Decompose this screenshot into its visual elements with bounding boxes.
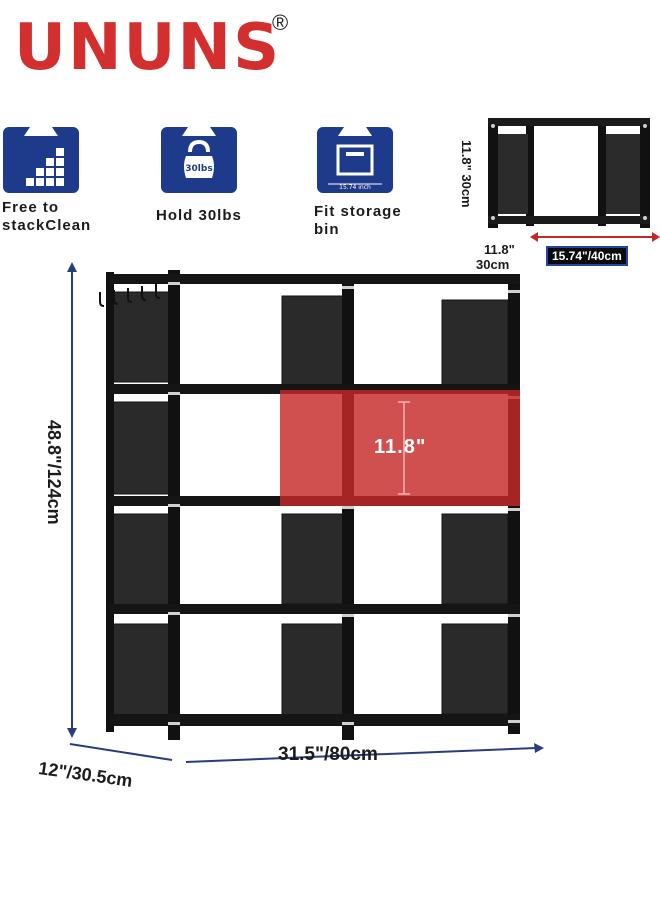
bin-size-text: 15.74 inch <box>339 184 371 191</box>
feature-hold-label: Hold 30lbs <box>156 207 242 224</box>
kettlebell-text: 30lbs <box>185 164 212 174</box>
side-height-label: 11.8" 30cm <box>459 140 474 208</box>
side-width-arrow <box>530 232 660 242</box>
registered-mark: ® <box>272 10 289 35</box>
feature-bin-label-1: Fit storage <box>314 203 402 220</box>
storage-bin-icon: 15.74 inch <box>317 127 393 193</box>
side-depth-label-1: 11.8" <box>484 242 515 257</box>
kettlebell-icon: 30lbs <box>161 127 237 193</box>
shelf-diagram <box>67 262 544 763</box>
feature-stack-label-2: stackClean <box>2 217 92 234</box>
feature-stack: Free to stackClean <box>2 126 91 235</box>
feature-stack-label-1: Free to <box>2 199 60 216</box>
stack-cubes-icon <box>3 127 79 193</box>
feature-bin: 15.74 inch Fit storage bin <box>314 126 402 239</box>
feature-bin-label-2: bin <box>314 221 340 238</box>
cube-height-label: 11.8" <box>374 436 427 458</box>
height-label: 48.8"/124cm <box>44 420 64 525</box>
feature-hold: 30lbs Hold 30lbs <box>156 126 242 225</box>
side-width-badge: 15.74"/40cm <box>546 246 628 266</box>
width-label: 31.5"/80cm <box>278 744 378 765</box>
side-depth-label-2: 30cm <box>476 257 510 272</box>
side-view-diagram <box>488 118 650 228</box>
brand-logo: UNUNS <box>14 11 282 85</box>
